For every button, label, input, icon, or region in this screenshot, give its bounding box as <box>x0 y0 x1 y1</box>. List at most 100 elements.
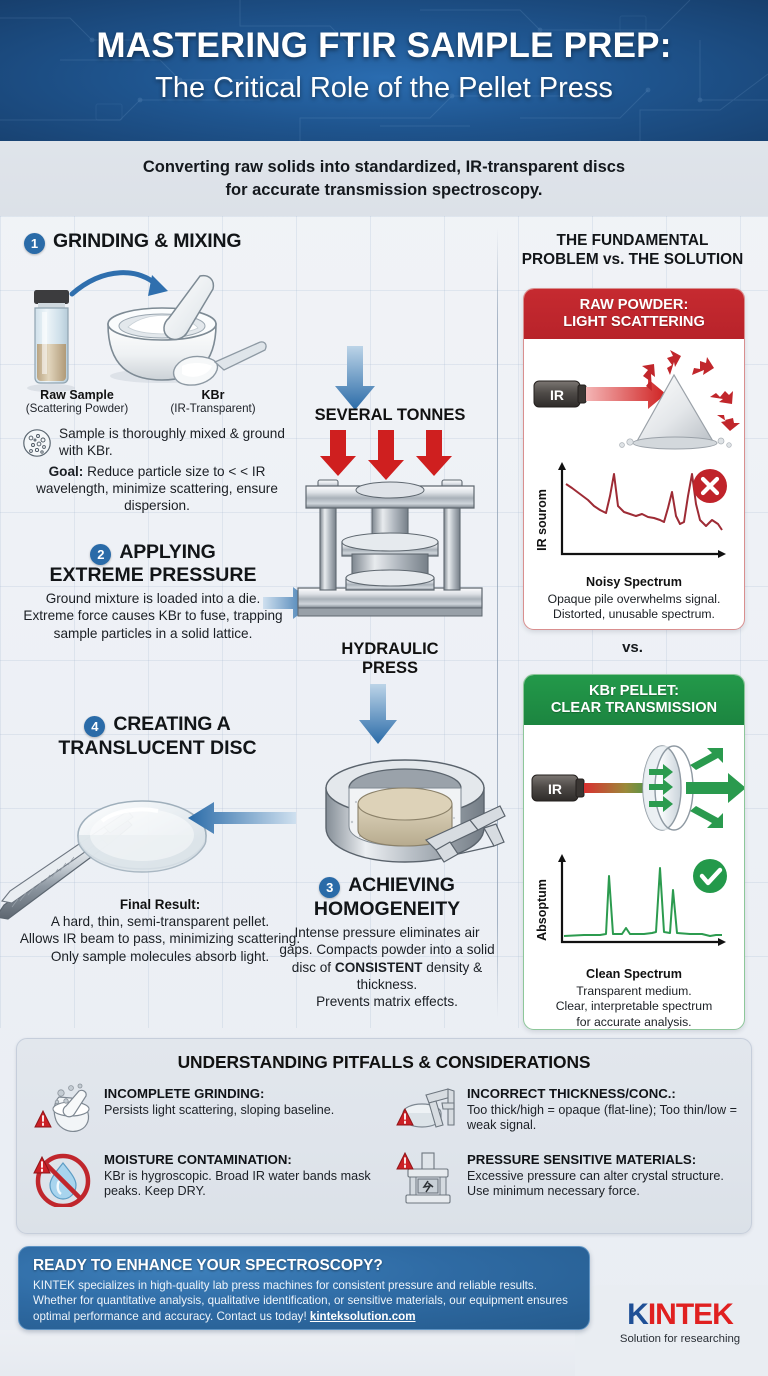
pitfall-text: MOISTURE CONTAMINATION: KBr is hygroscop… <box>104 1149 382 1200</box>
cta-body-text: KINTEK specializes in high-quality lab p… <box>33 1279 568 1323</box>
kbr-sublabel: (IR-Transparent) <box>170 402 256 415</box>
vs-label: vs. <box>622 639 643 656</box>
pitfall-text: INCOMPLETE GRINDING: Persists light scat… <box>104 1083 334 1118</box>
solution-y-axis-label: Absoptum <box>535 879 549 941</box>
raw-sample-caption: Raw Sample (Scattering Powder) <box>12 388 142 415</box>
subtitle-line-2: for accurate transmission spectroscopy. <box>225 180 543 199</box>
problem-card-header: RAW POWDER: LIGHT SCATTERING <box>524 289 744 339</box>
pitfall-text: PRESSURE SENSITIVE MATERIALS: Excessive … <box>467 1149 745 1200</box>
step-1-body: Sample is thoroughly mixed & ground with… <box>22 426 292 515</box>
pitfall-item: MOISTURE CONTAMINATION: KBr is hygroscop… <box>25 1149 382 1209</box>
subtitle-line-1: Converting raw solids into standardized,… <box>142 158 626 177</box>
step-2-header: 2 APPLYING <box>18 541 288 565</box>
cta-heading: READY TO ENHANCE YOUR SPECTROSCOPY? <box>33 1257 383 1274</box>
no-water-drop-icon <box>33 1149 95 1209</box>
solution-ir-label: IR <box>548 781 562 797</box>
step-1-header: 1 GRINDING & MIXING <box>24 230 242 254</box>
press-label-line-2: PRESS <box>362 658 418 677</box>
comparison-column: THE FUNDAMENTAL PROBLEM vs. THE SOLUTION… <box>497 216 768 1030</box>
step-1-goal-prefix: Goal: <box>48 463 84 479</box>
press-label: HYDRAULIC PRESS <box>300 640 480 678</box>
step-2-title-line-2: EXTREME PRESSURE <box>49 564 257 586</box>
arrow-left-to-disc-icon <box>188 802 296 834</box>
brand-letter-k: K <box>627 1298 649 1331</box>
solution-card-header: KBr PELLET: CLEAR TRANSMISSION <box>524 675 744 725</box>
step-3-number: 3 <box>319 877 341 898</box>
arrow-down-to-press-icon <box>335 346 375 410</box>
step-4-title-line-2: TRANSLUCENT DISC <box>58 737 257 759</box>
mortar-pestle-warning-icon <box>33 1083 95 1141</box>
circuit-pattern-icon <box>0 0 768 141</box>
step-2-number: 2 <box>90 544 112 565</box>
clean-spectrum-chart: Absoptum <box>535 854 727 946</box>
pitfalls-panel: UNDERSTANDING PITFALLS & CONSIDERATIONS <box>16 1038 752 1234</box>
page-subtitle-title: The Critical Role of the Pellet Press <box>155 72 613 104</box>
die-caliper-illustration <box>325 759 506 863</box>
solution-card: KBr PELLET: CLEAR TRANSMISSION <box>523 674 745 1030</box>
problem-caption-line-1: Opaque pile overwhelms signal. <box>547 592 721 606</box>
press-crack-warning-icon <box>396 1149 458 1207</box>
step-1-goal: Reduce particle size to < < IR wavelengt… <box>36 463 278 514</box>
grinding-illustration <box>27 270 267 392</box>
pitfall-body: Too thick/high = opaque (flat-line); Too… <box>467 1102 737 1133</box>
pitfall-body: Persists light scattering, sloping basel… <box>104 1102 335 1117</box>
cross-icon <box>700 476 720 496</box>
problem-title-line-2: LIGHT SCATTERING <box>563 314 705 330</box>
step-3-body-bold: CONSISTENT <box>334 959 423 975</box>
step-4-body-line-1: A hard, thin, semi-transparent pellet. <box>50 914 270 930</box>
pitfall-title: INCOMPLETE GRINDING: <box>104 1086 265 1101</box>
particles-icon <box>23 429 51 457</box>
cta-link[interactable]: kinteksolution.com <box>309 1309 416 1323</box>
column-divider <box>497 228 498 1018</box>
press-force-label: SEVERAL TONNES <box>314 406 466 424</box>
kbr-label: KBr <box>201 388 225 402</box>
pitfall-item: INCOMPLETE GRINDING: Persists light scat… <box>25 1083 382 1141</box>
step-3-body-b: density & thickness. <box>356 959 483 992</box>
step-4-title-line-1: CREATING A <box>113 713 231 735</box>
pitfall-body: KBr is hygroscopic. Broad IR water bands… <box>104 1168 371 1199</box>
problem-y-axis-label: IR sourom <box>535 489 549 551</box>
problem-caption: Opaque pile overwhelms signal. Distorted… <box>524 592 744 623</box>
brand-tagline: Solution for researching <box>619 1333 741 1345</box>
header-banner: MASTERING FTIR SAMPLE PREP: The Critical… <box>0 0 768 141</box>
brand-wordmark: KINTEK <box>600 1298 760 1332</box>
step-2: 2 APPLYING EXTREME PRESSURE Ground mixtu… <box>18 541 288 642</box>
pitfall-title: INCORRECT THICKNESS/CONC.: <box>467 1086 676 1101</box>
pitfalls-grid: INCOMPLETE GRINDING: Persists light scat… <box>25 1083 745 1209</box>
pitfall-item: INCORRECT THICKNESS/CONC.: Too thick/hig… <box>388 1083 745 1141</box>
step-1-note: Sample is thoroughly mixed & ground with… <box>59 426 285 458</box>
noisy-spectrum-chart: IR sourom <box>535 462 727 558</box>
tweezers-pellet-illustration <box>0 800 207 920</box>
solution-chart-label: Clean Spectrum <box>586 967 682 981</box>
step-4-body-line-3: Only sample molecules absorb light. <box>50 948 270 964</box>
pitfall-item: PRESSURE SENSITIVE MATERIALS: Excessive … <box>388 1149 745 1207</box>
step-1-number: 1 <box>24 233 45 254</box>
cta-panel: READY TO ENHANCE YOUR SPECTROSCOPY? KINT… <box>18 1246 590 1330</box>
check-icon <box>699 867 723 886</box>
problem-card: RAW POWDER: LIGHT SCATTERING <box>523 288 745 630</box>
kbr-caption: KBr (IR-Transparent) <box>148 388 278 415</box>
step-2-body: Ground mixture is loaded into a die. Ext… <box>23 591 283 641</box>
problem-chart-label: Noisy Spectrum <box>586 575 682 589</box>
problem-ir-label: IR <box>550 387 564 403</box>
raw-sample-sublabel: (Scattering Powder) <box>25 402 129 415</box>
comparison-heading-line-1: THE FUNDAMENTAL <box>556 232 709 249</box>
solution-title-line-1: KBr PELLET: <box>589 683 679 700</box>
problem-caption-line-2: Distorted, unusable spectrum. <box>553 607 715 622</box>
raw-sample-label: Raw Sample <box>40 388 114 402</box>
brand-logo: KINTEK Solution for researching <box>600 1298 760 1345</box>
step-3-title-line-2: HOMOGENEITY <box>313 898 461 920</box>
comparison-heading: THE FUNDAMENTAL PROBLEM vs. THE SOLUTION <box>497 231 768 270</box>
problem-title-line-1: RAW POWDER: <box>579 297 689 314</box>
step-4-number: 4 <box>84 716 106 737</box>
step-3-body-c: Prevents matrix effects. <box>316 994 458 1009</box>
brand-letters-rest: INTEK <box>647 1298 734 1331</box>
step-4: 4 CREATING A TRANSLUCENT DISC <box>20 713 295 760</box>
pitfall-text: INCORRECT THICKNESS/CONC.: Too thick/hig… <box>467 1083 745 1134</box>
step-4-header: 4 CREATING A <box>20 713 295 737</box>
step-3: 3 ACHIEVING HOMOGENEITY Intense pressure… <box>276 874 498 1010</box>
solution-caption: Transparent medium. Clear, interpretable… <box>524 984 744 1029</box>
clear-transmission-illustration: IR <box>531 745 744 831</box>
step-3-title-line-1: ACHIEVING <box>348 874 455 896</box>
